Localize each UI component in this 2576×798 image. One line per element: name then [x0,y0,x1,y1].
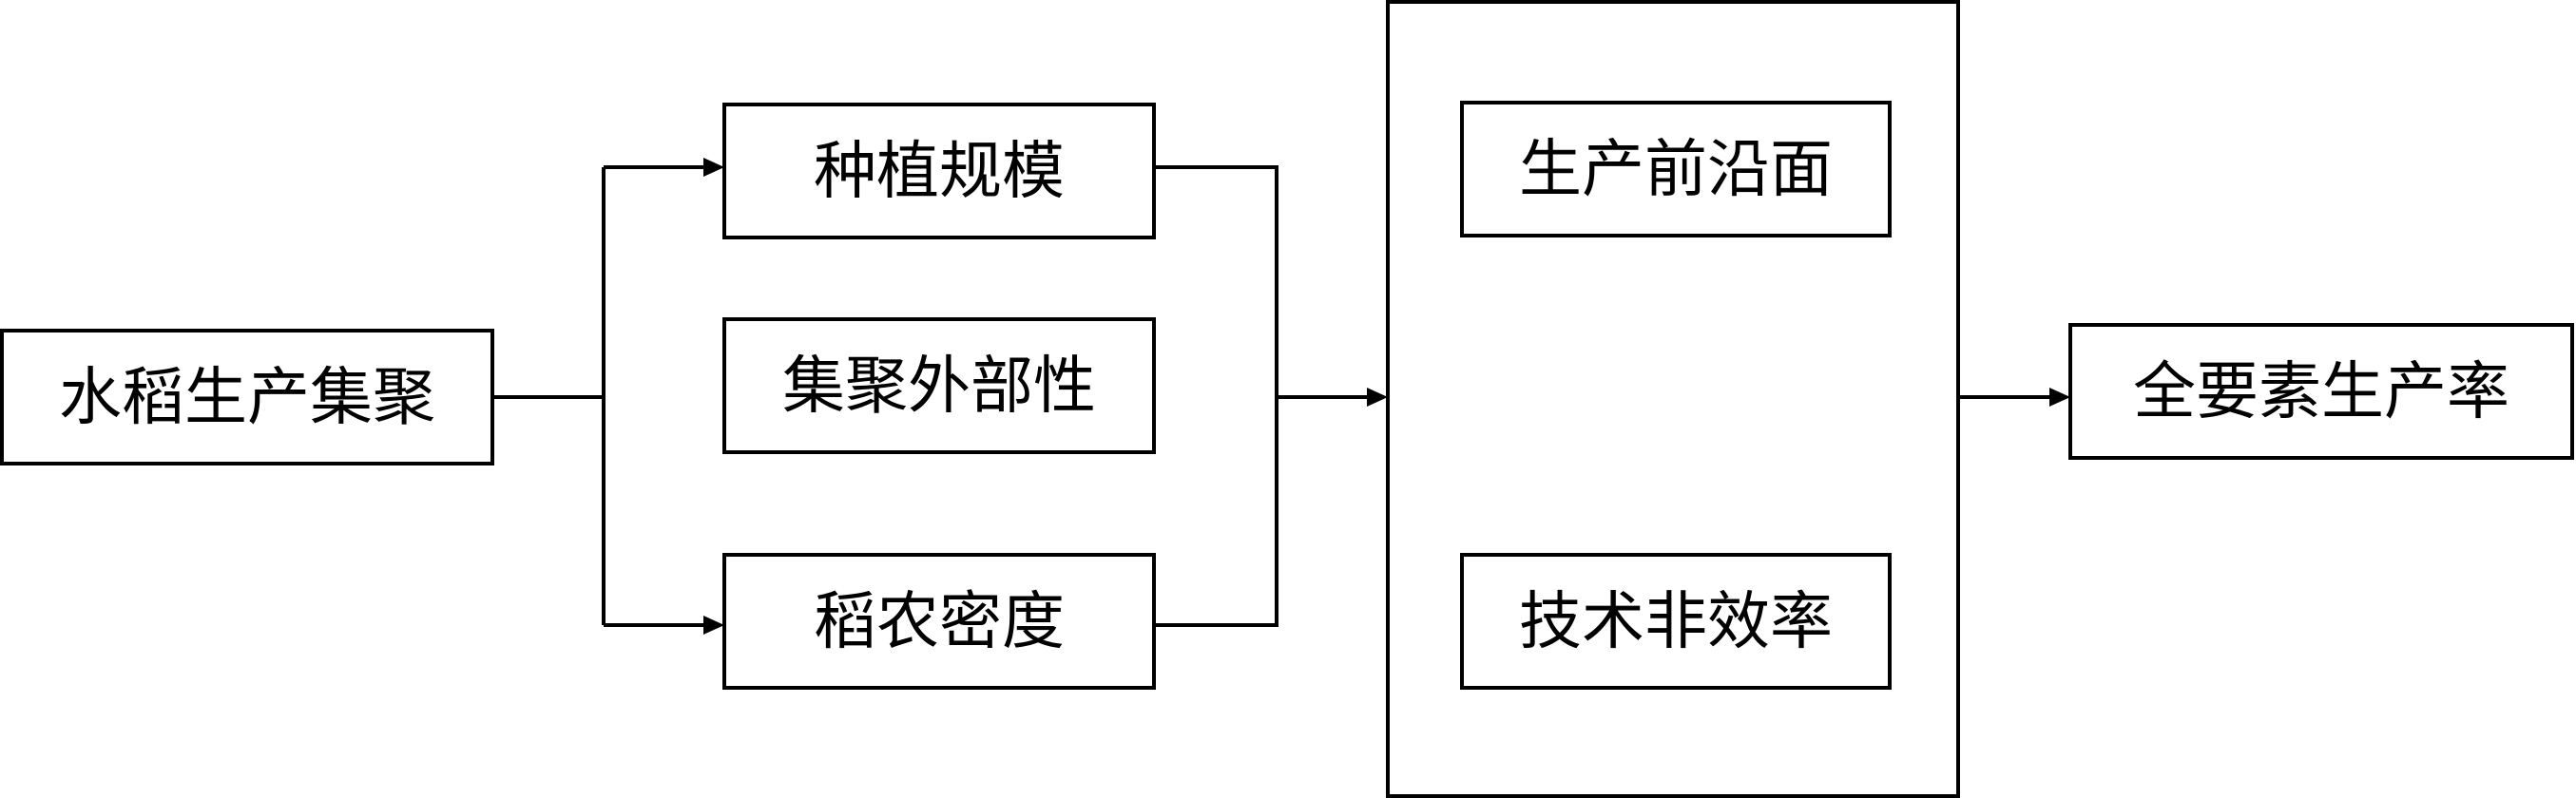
node-planting-scale-label: 种植规模 [814,135,1065,208]
arrow-head-farmer-density [703,616,724,635]
node-production-frontier: 生产前沿面 [1460,101,1892,238]
edge-planting-scale-out [1154,165,1278,397]
node-production-frontier-label: 生产前沿面 [1519,133,1833,206]
arrow-head-outcome [2049,388,2070,407]
node-agglomeration-externality-label: 集聚外部性 [782,350,1096,423]
arrow-head-planting-scale [703,158,724,177]
node-agglomeration-externality: 集聚外部性 [722,317,1156,454]
connectors [492,158,2070,635]
node-outcome-label: 全要素生产率 [2133,355,2509,428]
node-farmer-density-label: 稻农密度 [814,585,1065,658]
node-outcome: 全要素生产率 [2068,323,2574,460]
node-technical-inefficiency: 技术非效率 [1460,553,1892,690]
node-technical-inefficiency-label: 技术非效率 [1519,585,1833,658]
node-planting-scale: 种植规模 [722,103,1156,239]
node-source: 水稻生产集聚 [0,329,494,466]
node-farmer-density: 稻农密度 [722,553,1156,690]
node-source-label: 水稻生产集聚 [59,361,435,434]
edge-farmer-density-out [1154,397,1278,627]
arrow-head-mediator-group [1367,388,1388,407]
